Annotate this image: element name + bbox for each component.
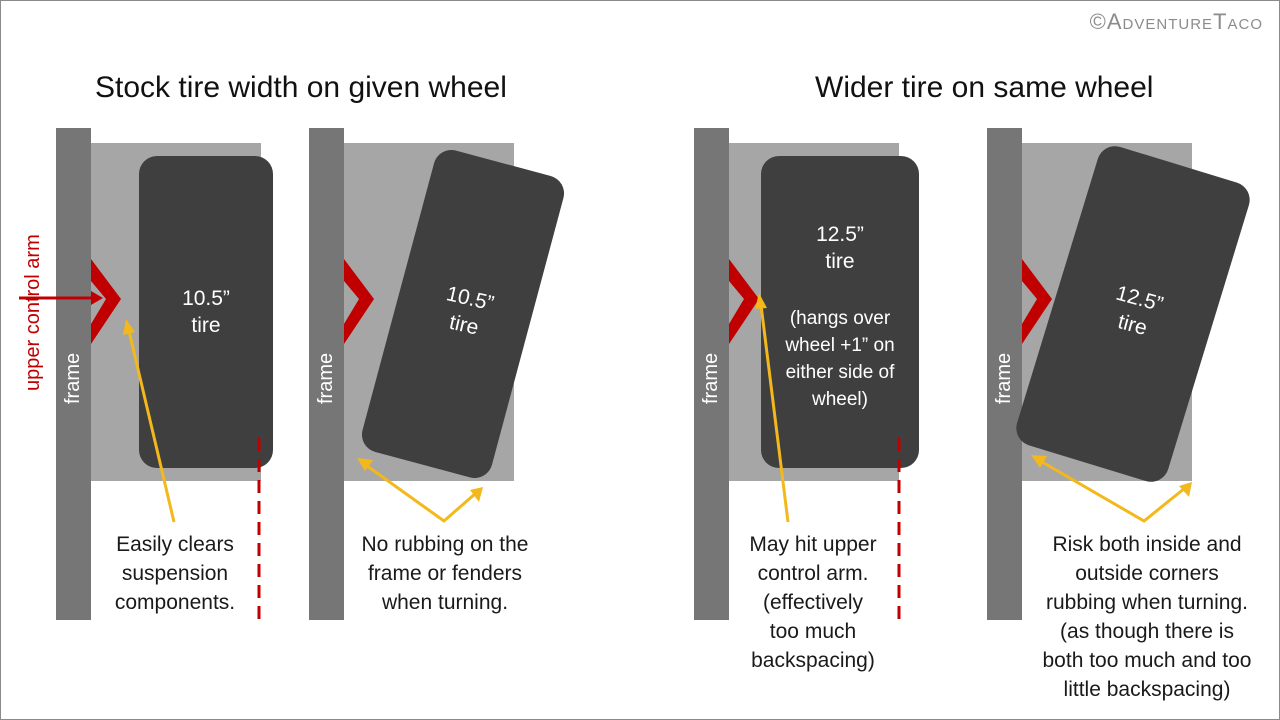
caption-stock-turned: No rubbing on the frame or fenders when … [361, 533, 529, 614]
tire [361, 150, 565, 478]
corner-rub-arrows [1036, 457, 1186, 523]
caption-wide-turned: Risk both inside and outside corners rub… [1042, 533, 1252, 701]
frame-label: frame [62, 352, 84, 404]
clearance-arrowhead [123, 319, 135, 335]
upper-control-arm [1022, 259, 1052, 344]
frame-bar [56, 128, 91, 620]
caption-stock-straight: Easily clears suspension components. [114, 533, 236, 614]
frame-bar [309, 128, 344, 620]
tire-overhang-note: (hangs over wheel +1” on either side of … [785, 308, 895, 410]
tire-word: tire [191, 314, 221, 337]
upper-control-arm [729, 259, 759, 344]
upper-control-arm [91, 259, 121, 344]
contact-arrow [759, 304, 790, 523]
corner-rub-arrowhead [1031, 455, 1047, 468]
frame-label: frame [993, 352, 1015, 404]
tire-word: tire [825, 250, 855, 273]
clearance-arrow [127, 330, 176, 523]
tire-label: 10.5” tire [156, 285, 256, 339]
tire-size: 12.5” [816, 223, 864, 246]
tire-label: 12.5” tire [780, 221, 900, 275]
frame-bar [987, 128, 1022, 620]
frame-label: frame [315, 352, 337, 404]
tire [761, 156, 919, 468]
tire-size: 10.5” [182, 287, 230, 310]
no-rub-arrows [362, 461, 477, 523]
right-panel-title: Wider tire on same wheel [815, 71, 1154, 104]
uca-pointer-arrowhead [91, 291, 103, 305]
frame-label: frame [700, 352, 722, 404]
upper-control-arm-label: upper control arm [22, 234, 44, 391]
no-rub-arrowhead [470, 487, 483, 502]
upper-control-arm [344, 259, 374, 344]
tire [139, 156, 273, 468]
contact-arrowhead [755, 293, 767, 309]
watermark: ©AdventureTaco [1089, 9, 1263, 34]
left-panel-title: Stock tire width on given wheel [95, 71, 507, 104]
no-rub-arrowhead [357, 458, 373, 471]
tire [1016, 146, 1250, 482]
frame-bar [694, 128, 729, 620]
caption-wide-straight: May hit upper control arm. (effectively … [749, 533, 877, 672]
corner-rub-arrowhead [1179, 482, 1192, 497]
